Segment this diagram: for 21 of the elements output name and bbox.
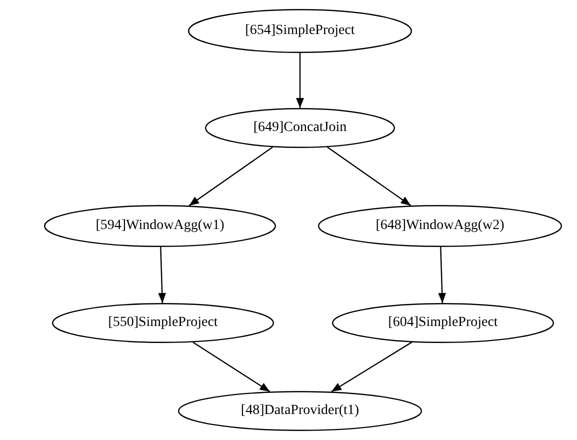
node-label: [654]SimpleProject [245,23,355,39]
arrow [188,146,273,206]
node-label: [550]SimpleProject [108,315,218,331]
arrow [327,146,412,206]
arrow [158,246,166,304]
operator-ellipse [178,391,422,431]
node-label: [604]SimpleProject [388,315,498,331]
operator-ellipse [52,303,274,343]
arrow [192,342,270,392]
operator-ellipse [318,205,562,247]
operator-ellipse [205,108,395,148]
node-label: [648]WindowAgg(w2) [376,218,504,234]
operator-ellipse [188,9,412,53]
arrow [438,246,446,304]
node-label: [649]ConcatJoin [253,120,347,136]
node-label: [594]WindowAgg(w1) [96,218,224,234]
operator-ellipse [332,303,554,343]
node-label: [48]DataProvider(t1) [240,403,360,419]
arrow [331,342,412,392]
operator-ellipse [44,205,276,247]
arrow [296,53,304,108]
